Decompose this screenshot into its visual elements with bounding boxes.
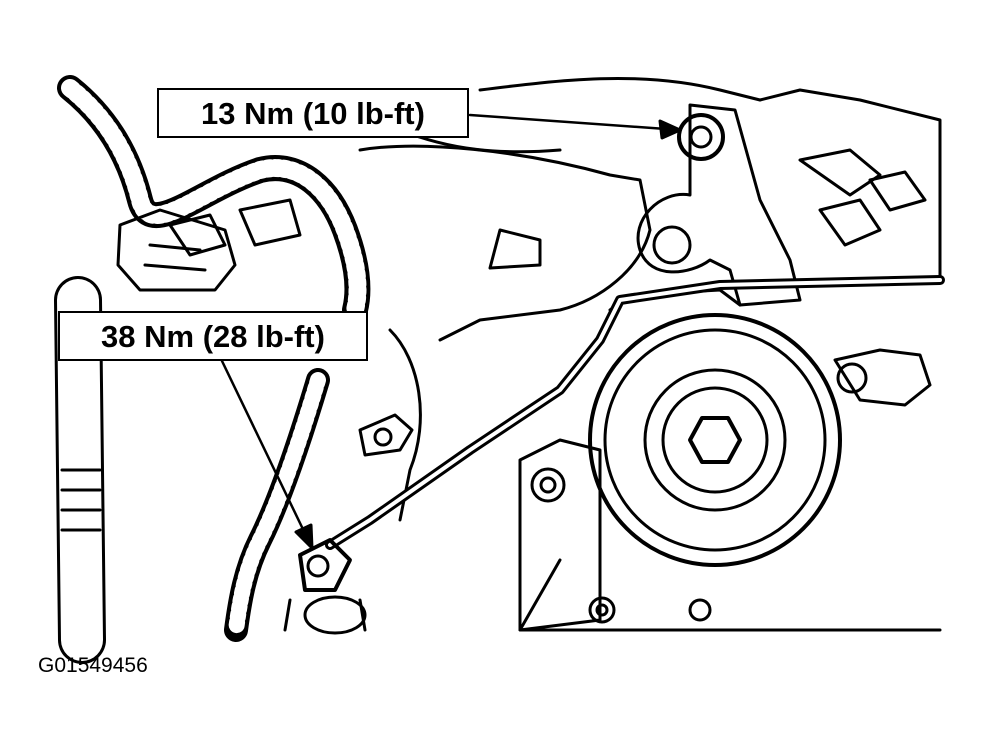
tensioner-pulley-icon: [588, 313, 842, 567]
wiring-harness-lower: [224, 368, 330, 642]
hex-bolt-head-icon: [688, 416, 742, 464]
wiring-harness-left: [57, 75, 371, 323]
upper-bolt-torque-callout: 13 Nm (10 lb-ft): [157, 88, 469, 138]
leader-line-top: [468, 113, 682, 140]
engine-housing: [358, 76, 942, 632]
figure-id: G01549456: [38, 654, 148, 677]
metal-tube: [325, 275, 945, 550]
sensor-right: [833, 348, 932, 407]
leader-line-bottom: [220, 359, 314, 550]
electrical-connector: [116, 198, 302, 292]
lower-bolt-icon: [283, 538, 367, 635]
mounting-bosses: [358, 413, 712, 624]
upper-bolt-icon: [677, 113, 725, 161]
lower-bolt-torque-callout: 38 Nm (28 lb-ft): [58, 311, 368, 361]
